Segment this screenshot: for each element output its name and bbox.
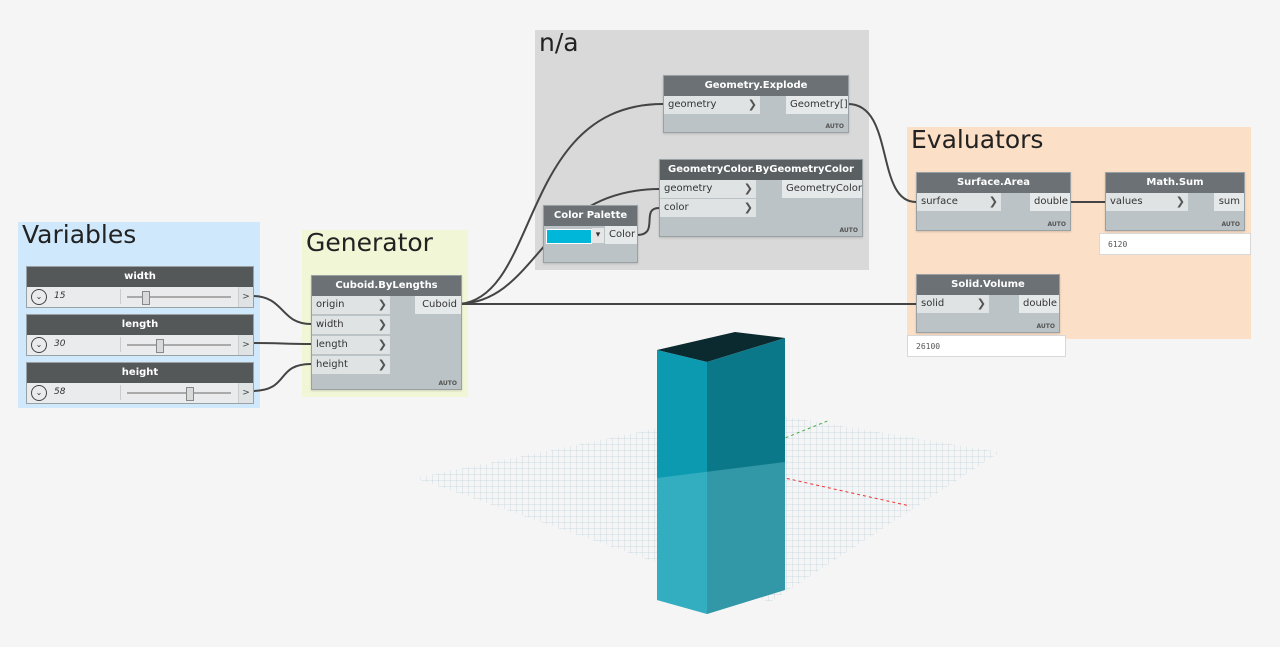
port-arrow-icon: ❯ (743, 201, 753, 214)
output-port-sum[interactable]: sum (1214, 193, 1244, 211)
dropdown-arrow-icon[interactable]: ▾ (592, 228, 604, 243)
port-arrow-icon: ❯ (747, 98, 757, 111)
output-port[interactable]: > (238, 287, 253, 307)
slider-track[interactable] (127, 296, 231, 298)
slider-length[interactable]: length ⌄ 30 > (26, 314, 254, 356)
group-title: Variables (22, 220, 137, 249)
slider-track[interactable] (127, 392, 231, 394)
slider-width[interactable]: width ⌄ 15 > (26, 266, 254, 308)
lacing-label: AUTO (839, 227, 858, 234)
output-port-color[interactable]: Color (605, 226, 637, 244)
input-port-geometry[interactable]: geometry ❯ (660, 180, 756, 198)
node-color-palette[interactable]: Color Palette ▾ Color (543, 205, 638, 263)
lacing-label: AUTO (1221, 221, 1240, 228)
node-geometrycolor[interactable]: GeometryColor.ByGeometryColor geometry ❯… (659, 159, 863, 237)
node-title: Surface.Area (917, 173, 1070, 193)
port-label: color (664, 202, 689, 213)
port-label: origin (316, 299, 345, 310)
node-math-sum[interactable]: Math.Sum values ❯ sum AUTO (1105, 172, 1245, 231)
slider-thumb[interactable] (156, 339, 164, 353)
node-cuboid-by-lengths[interactable]: Cuboid.ByLengths origin ❯ width ❯ length… (311, 275, 462, 390)
lacing-label: AUTO (438, 380, 457, 387)
slider-value[interactable]: 58 (51, 385, 121, 400)
node-title: width (27, 267, 253, 287)
slider-value[interactable]: 15 (51, 289, 121, 304)
node-title: Solid.Volume (917, 275, 1059, 295)
port-arrow-icon: ❯ (976, 297, 986, 310)
input-port-surface[interactable]: surface ❯ (917, 193, 1001, 211)
input-port-color[interactable]: color ❯ (660, 199, 756, 217)
expand-chevron-icon[interactable]: ⌄ (31, 289, 47, 305)
color-swatch[interactable] (546, 229, 592, 244)
port-arrow-icon: ❯ (377, 338, 387, 351)
node-title: GeometryColor.ByGeometryColor (660, 160, 862, 180)
port-label: height (316, 359, 348, 370)
group-title: n/a (539, 28, 579, 57)
port-label: geometry (668, 99, 717, 110)
port-label: solid (921, 298, 945, 309)
input-port-geometry[interactable]: geometry ❯ (664, 96, 760, 114)
cuboid-top-face (657, 332, 785, 362)
port-label: surface (921, 196, 958, 207)
cuboid-front-face (657, 350, 707, 614)
slider-row: ⌄ 15 > (27, 287, 253, 307)
lacing-label: AUTO (1036, 323, 1055, 330)
expand-chevron-icon[interactable]: ⌄ (31, 337, 47, 353)
slider-track[interactable] (127, 344, 231, 346)
input-port-height[interactable]: height ❯ (312, 356, 390, 374)
node-title: Cuboid.ByLengths (312, 276, 461, 296)
input-port-width[interactable]: width ❯ (312, 316, 390, 334)
port-arrow-icon: ❯ (377, 318, 387, 331)
node-title: length (27, 315, 253, 335)
lacing-label: AUTO (1047, 221, 1066, 228)
port-label: width (316, 319, 344, 330)
node-title: Color Palette (544, 206, 637, 226)
node-geometry-explode[interactable]: Geometry.Explode geometry ❯ Geometry[] A… (663, 75, 849, 133)
cuboid-lower-reflection (657, 462, 785, 614)
watch-preview-sum: 6120 (1099, 233, 1251, 255)
node-solid-volume[interactable]: Solid.Volume solid ❯ double AUTO (916, 274, 1060, 333)
input-port-origin[interactable]: origin ❯ (312, 296, 390, 314)
x-axis-line (739, 467, 911, 507)
port-arrow-icon: ❯ (377, 298, 387, 311)
input-port-values[interactable]: values ❯ (1106, 193, 1188, 211)
output-port-cuboid[interactable]: Cuboid (415, 296, 461, 314)
port-label: values (1110, 196, 1143, 207)
port-arrow-icon: ❯ (1175, 195, 1185, 208)
group-title: Generator (306, 228, 433, 257)
slider-value[interactable]: 30 (51, 337, 121, 352)
node-title: Geometry.Explode (664, 76, 848, 96)
lacing-label: AUTO (825, 123, 844, 130)
port-label: geometry (664, 183, 713, 194)
slider-thumb[interactable] (186, 387, 194, 401)
cuboid-right-face (707, 338, 785, 614)
node-title: Math.Sum (1106, 173, 1244, 193)
watch-preview-volume: 26100 (907, 335, 1066, 357)
node-title: height (27, 363, 253, 383)
input-port-solid[interactable]: solid ❯ (917, 295, 989, 313)
slider-height[interactable]: height ⌄ 58 > (26, 362, 254, 404)
output-port-geometry-list[interactable]: Geometry[] (786, 96, 848, 114)
output-port-double[interactable]: double (1019, 295, 1059, 313)
input-port-length[interactable]: length ❯ (312, 336, 390, 354)
group-title: Evaluators (911, 125, 1044, 154)
port-arrow-icon: ❯ (743, 182, 753, 195)
y-axis-line (779, 419, 831, 441)
output-port-double[interactable]: double (1030, 193, 1070, 211)
slider-thumb[interactable] (142, 291, 150, 305)
port-arrow-icon: ❯ (377, 358, 387, 371)
port-arrow-icon: ❯ (988, 195, 998, 208)
output-port-geometrycolor[interactable]: GeometryColor (782, 180, 862, 198)
output-port[interactable]: > (238, 335, 253, 355)
port-label: length (316, 339, 348, 350)
expand-chevron-icon[interactable]: ⌄ (31, 385, 47, 401)
output-port[interactable]: > (238, 383, 253, 403)
node-surface-area[interactable]: Surface.Area surface ❯ double AUTO (916, 172, 1071, 231)
slider-row: ⌄ 58 > (27, 383, 253, 403)
slider-row: ⌄ 30 > (27, 335, 253, 355)
